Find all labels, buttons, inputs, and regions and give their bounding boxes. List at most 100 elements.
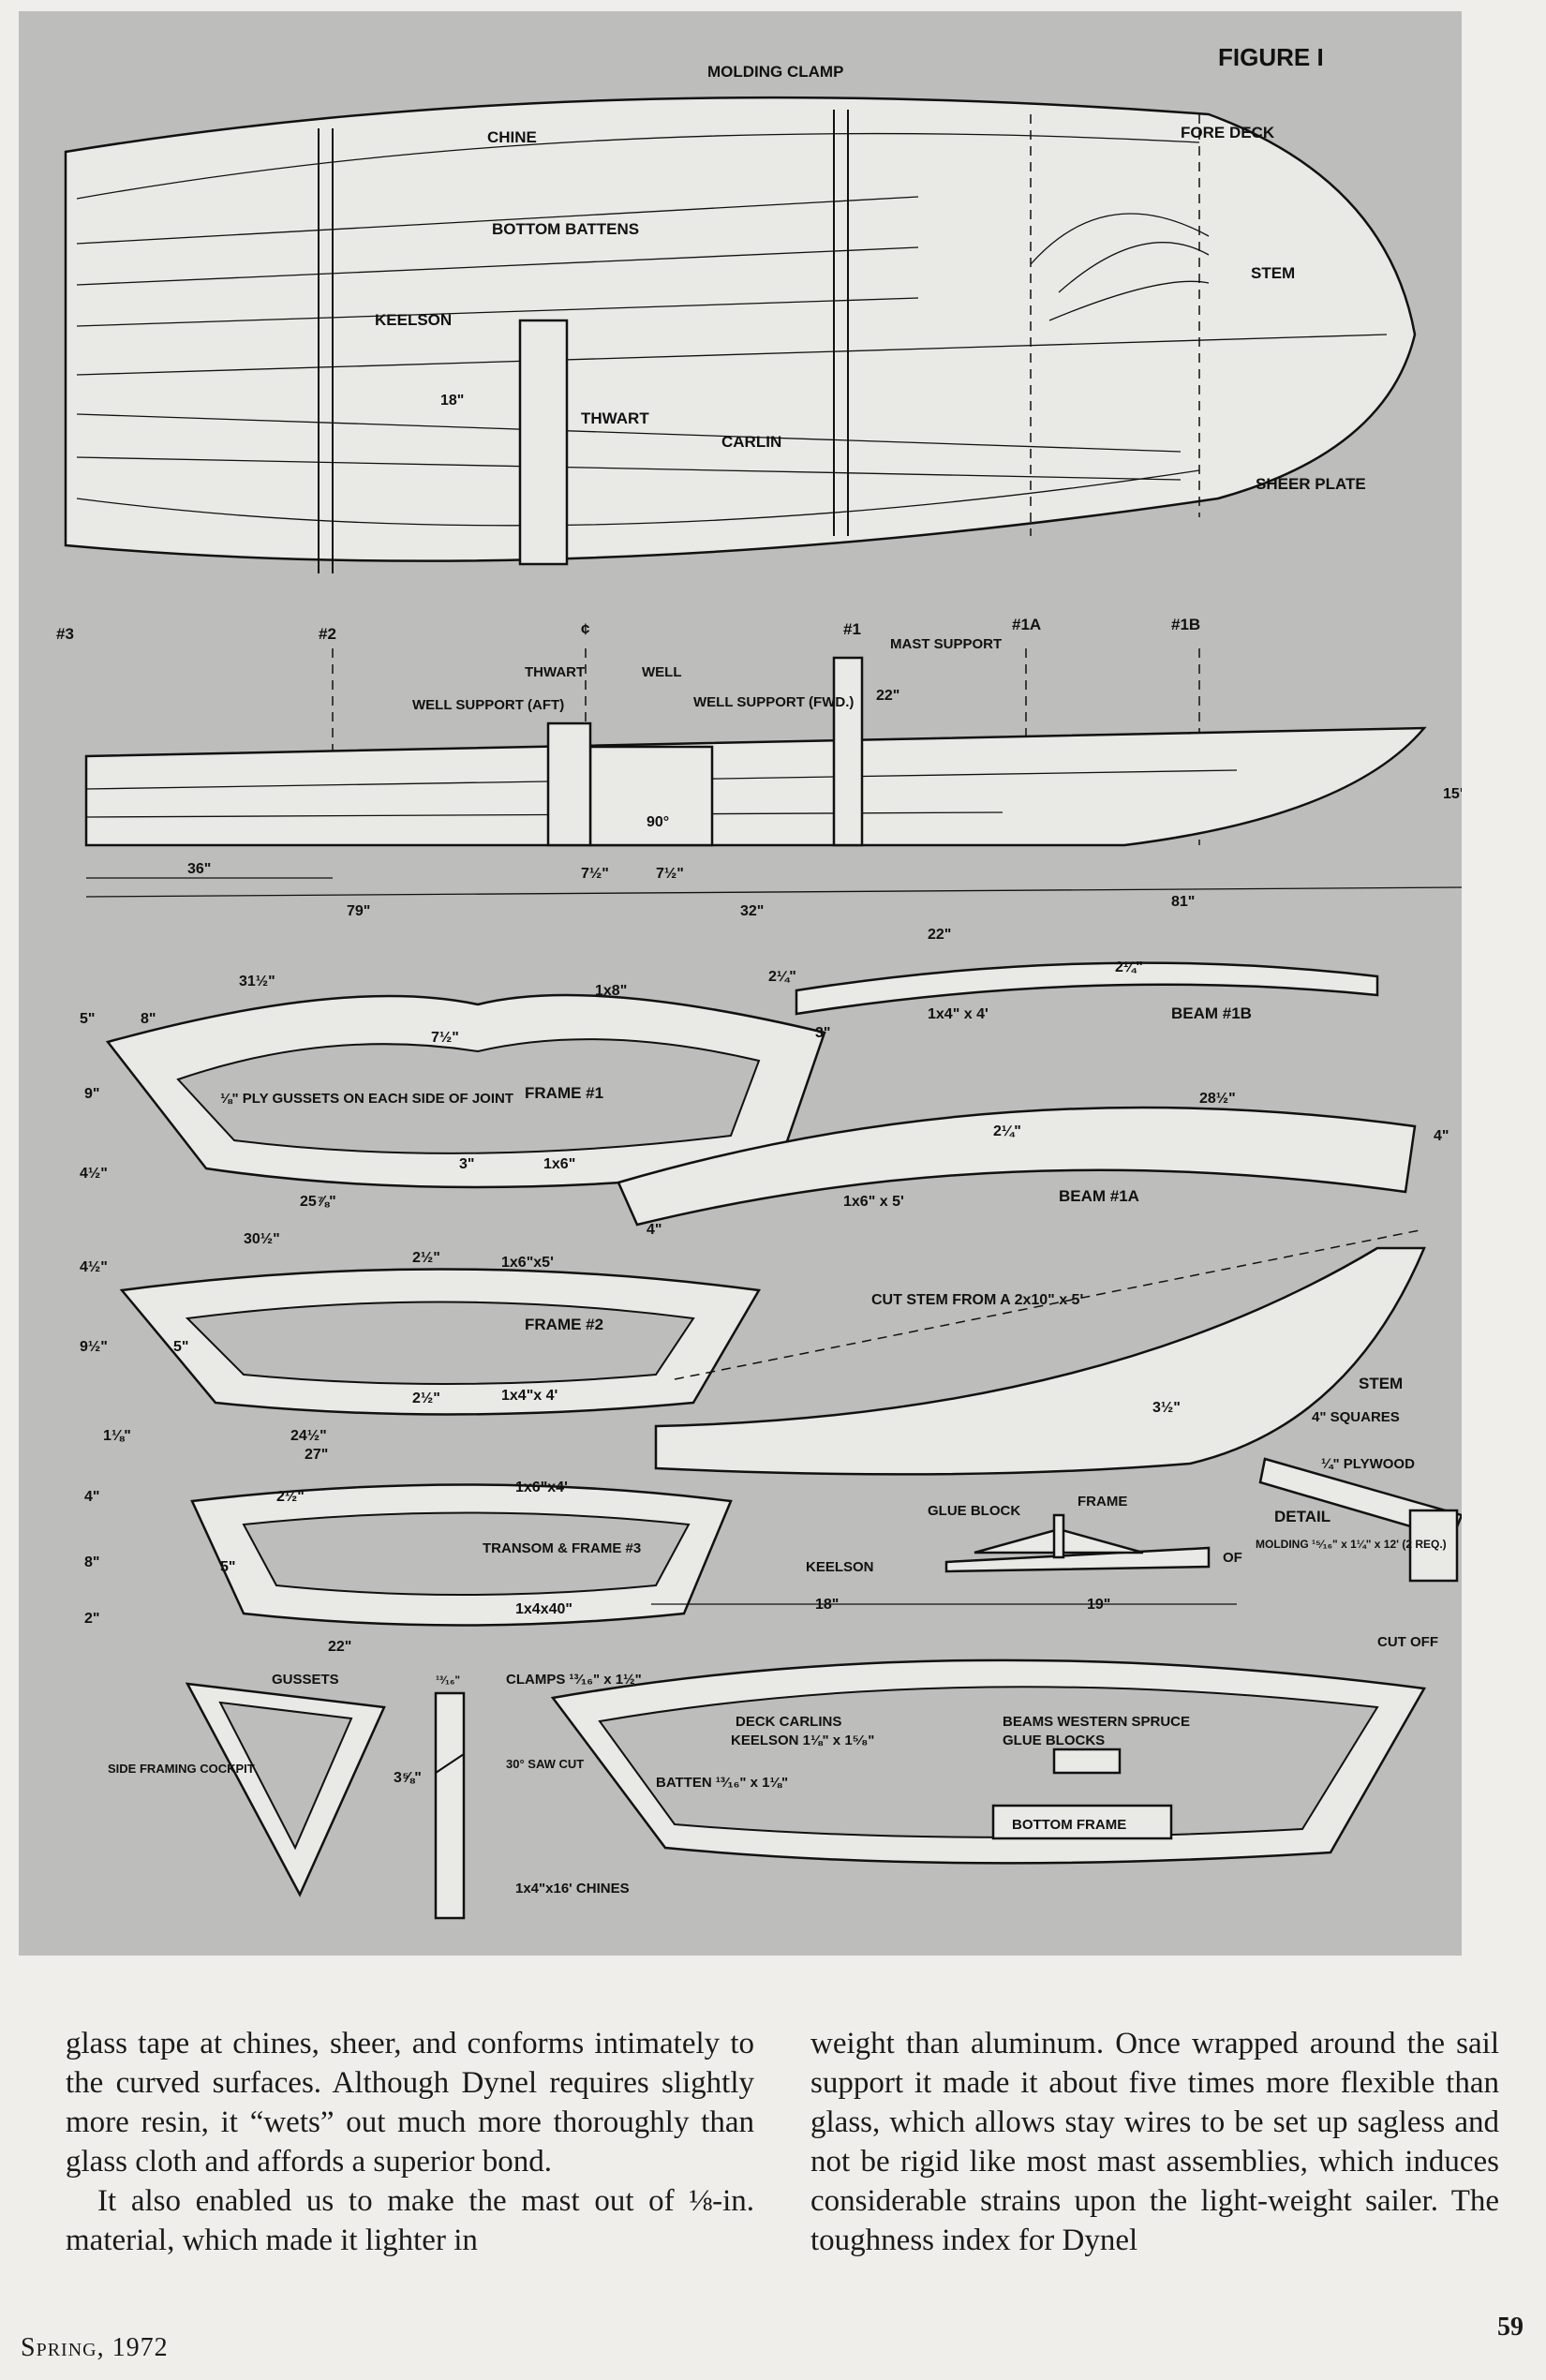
frame1-dim-25: 25⅞" bbox=[300, 1194, 336, 1210]
beam1b-name: BEAM #1B bbox=[1171, 1004, 1252, 1022]
frame2-dim-2half-a: 2½" bbox=[412, 1250, 440, 1266]
keelson-detail: ¼" PLYWOOD FRAME GLUE BLOCK KEELSON OF D… bbox=[806, 1456, 1462, 1650]
top-view: MOLDING CLAMP CHINE FORE DECK BOTTOM BAT… bbox=[64, 63, 1417, 573]
frame1-dim-9: 9" bbox=[84, 1086, 99, 1102]
label-sheer-plate: SHEER PLATE bbox=[1256, 475, 1366, 493]
column-left: glass tape at chines, sheer, and conform… bbox=[66, 2024, 754, 2268]
section-bottom-frame: BOTTOM FRAME bbox=[1012, 1817, 1126, 1833]
body-text: glass tape at chines, sheer, and conform… bbox=[66, 2024, 1499, 2268]
frame-1: ⅛" PLY GUSSETS ON EACH SIDE OF JOINT FRA… bbox=[80, 974, 826, 1210]
transom-dim-22: 22" bbox=[328, 1639, 351, 1655]
paragraph: It also enabled us to make the mast out … bbox=[66, 2184, 754, 2257]
stem-name: STEM bbox=[1359, 1375, 1403, 1392]
frame2-dim-1e: 1⅛" bbox=[103, 1428, 131, 1444]
dim-7half-a: 7½" bbox=[581, 866, 609, 882]
beam1a-dim-4-b: 4" bbox=[647, 1222, 662, 1238]
beam1a-dim-2q: 2¼" bbox=[993, 1123, 1021, 1139]
detail-cut-off: CUT OFF bbox=[1377, 1634, 1438, 1650]
beam1b-dim-2q-b: 2¼" bbox=[1115, 959, 1143, 975]
section-batten: BATTEN ¹³⁄₁₆" x 1⅛" bbox=[656, 1775, 788, 1791]
stem-pattern: CUT STEM FROM A 2x10" x 5' STEM 4" SQUAR… bbox=[654, 1228, 1426, 1476]
chine-stock: ¹³⁄₁₆" 3⅝" 30° SAW CUT 1x4"x16' CHINES bbox=[394, 1673, 630, 1920]
dim-36: 36" bbox=[187, 861, 211, 877]
cockpit-label: SIDE FRAMING COCKPIT bbox=[108, 1762, 255, 1776]
dim-32: 32" bbox=[740, 903, 764, 919]
detail-of: OF bbox=[1223, 1550, 1242, 1566]
detail-glue-block: GLUE BLOCK bbox=[928, 1503, 1020, 1519]
beam1b-dim-3: 3" bbox=[815, 1025, 830, 1041]
beam-1a: 1x6" x 5' BEAM #1A 28½" 2¼" 4" 4" bbox=[617, 1091, 1449, 1238]
detail-frame: FRAME bbox=[1078, 1494, 1127, 1510]
beam1b-stock: 1x4" x 4' bbox=[928, 1006, 989, 1022]
frame1-stock-top: 1x8" bbox=[595, 983, 627, 999]
transom-dim-2: 2" bbox=[84, 1611, 99, 1627]
cockpit-side-framing: GUSSETS SIDE FRAMING COCKPIT bbox=[108, 1672, 386, 1897]
stem-dim: 3½" bbox=[1152, 1400, 1181, 1416]
transom-name: TRANSOM & FRAME #3 bbox=[483, 1540, 641, 1556]
station-cl: ¢ bbox=[581, 620, 590, 638]
frame2-stock-bottom: 1x4"x 4' bbox=[501, 1388, 557, 1404]
label-bottom-battens: BOTTOM BATTENS bbox=[492, 220, 639, 238]
beam1a-stock: 1x6" x 5' bbox=[843, 1194, 904, 1210]
frame2-dim-9half: 9½" bbox=[80, 1339, 108, 1355]
chine-stock: 1x4"x16' CHINES bbox=[515, 1881, 630, 1897]
stem-note: CUT STEM FROM A 2x10" x 5' bbox=[871, 1292, 1083, 1308]
dim-15: 15" bbox=[1443, 786, 1462, 802]
beam-1b: 1x4" x 4' BEAM #1B 22" 2¼" 2¼" 3" bbox=[768, 927, 1379, 1041]
frame2-stock-top: 1x6"x5' bbox=[501, 1255, 554, 1271]
section-dim-19: 19" bbox=[1087, 1597, 1110, 1613]
label-well-support-fwd: WELL SUPPORT (FWD.) bbox=[693, 694, 854, 710]
beam1a-name: BEAM #1A bbox=[1059, 1187, 1139, 1205]
cockpit-gussets: GUSSETS bbox=[272, 1672, 339, 1688]
label-well-support-aft: WELL SUPPORT (AFT) bbox=[412, 697, 564, 713]
section-keelson: KEELSON 1⅛" x 1⁵⁄₈" bbox=[731, 1733, 874, 1748]
label-thwart-top: THWART bbox=[581, 409, 649, 427]
frame2-name: FRAME #2 bbox=[525, 1316, 603, 1333]
label-mast-support: MAST SUPPORT bbox=[890, 636, 1002, 652]
frame2-dim-5: 5" bbox=[173, 1339, 188, 1355]
boat-plans-svg: FIGURE I MOLDING CLAMP CHINE FORE DECK B… bbox=[56, 43, 1462, 1920]
label-thwart-side: THWART bbox=[525, 664, 585, 680]
station-1: #1 bbox=[843, 620, 861, 638]
dim-79: 79" bbox=[347, 903, 370, 919]
chine-dim-3-5-8: 3⅝" bbox=[394, 1770, 422, 1786]
page-number: 59 bbox=[1497, 2313, 1524, 2342]
frame1-dim-8: 8" bbox=[141, 1011, 156, 1027]
frame1-dim-31: 31½" bbox=[239, 974, 275, 989]
label-well: WELL bbox=[642, 664, 682, 680]
chine-dim-13-16: ¹³⁄₁₆" bbox=[436, 1673, 460, 1687]
label-molding-clamp: MOLDING CLAMP bbox=[707, 63, 843, 81]
dim-90: 90° bbox=[647, 814, 669, 830]
dim-18: 18" bbox=[440, 393, 464, 409]
issue-date: Spring, 1972 bbox=[21, 2333, 169, 2362]
column-right: weight than aluminum. Once wrapped aroun… bbox=[810, 2024, 1499, 2268]
section-clamps: CLAMPS ¹³⁄₁₆" x 1½" bbox=[506, 1672, 642, 1688]
frame1-name: FRAME #1 bbox=[525, 1084, 603, 1102]
figure-title: FIGURE I bbox=[1218, 43, 1324, 71]
frame1-dim-3: 3" bbox=[459, 1156, 474, 1172]
midship-section: 18" 19" CLAMPS ¹³⁄₁₆" x 1½" DECK CARLINS… bbox=[506, 1597, 1427, 1865]
station-1a: #1A bbox=[1012, 616, 1041, 633]
transom-dim-5: 5" bbox=[220, 1559, 235, 1575]
detail-keelson: KEELSON bbox=[806, 1559, 874, 1575]
frame1-stock-bottom: 1x6" bbox=[543, 1156, 575, 1172]
detail-molding: MOLDING ¹⁵⁄₁₆" x 1¼" x 12' (2 REQ.) bbox=[1256, 1538, 1447, 1551]
frame1-dim-7half: 7½" bbox=[431, 1030, 459, 1046]
frame2-dim-24: 24½" bbox=[290, 1428, 327, 1444]
frame-2: FRAME #2 1x6"x5' 1x4"x 4' 30½" 4½" 2½" 9… bbox=[80, 1231, 762, 1444]
paragraph: weight than aluminum. Once wrapped aroun… bbox=[810, 2027, 1499, 2257]
detail-plywood: ¼" PLYWOOD bbox=[1321, 1456, 1415, 1472]
transom-dim-8: 8" bbox=[84, 1554, 99, 1570]
transom-dim-2half: 2½" bbox=[276, 1489, 305, 1505]
stem-grid: 4" SQUARES bbox=[1312, 1409, 1400, 1425]
frame1-dim-4half: 4½" bbox=[80, 1166, 108, 1182]
section-glue-blocks: GLUE BLOCKS bbox=[1003, 1733, 1105, 1748]
label-chine: CHINE bbox=[487, 128, 537, 146]
label-stem-top: STEM bbox=[1251, 264, 1295, 282]
paragraph: glass tape at chines, sheer, and conform… bbox=[66, 2027, 754, 2179]
frame2-dim-2half-b: 2½" bbox=[412, 1391, 440, 1406]
detail-title: DETAIL bbox=[1274, 1508, 1330, 1525]
dim-22-mast: 22" bbox=[876, 688, 899, 704]
station-1b: #1B bbox=[1171, 616, 1200, 633]
frame1-gusset-note: ⅛" PLY GUSSETS ON EACH SIDE OF JOINT bbox=[220, 1091, 513, 1107]
